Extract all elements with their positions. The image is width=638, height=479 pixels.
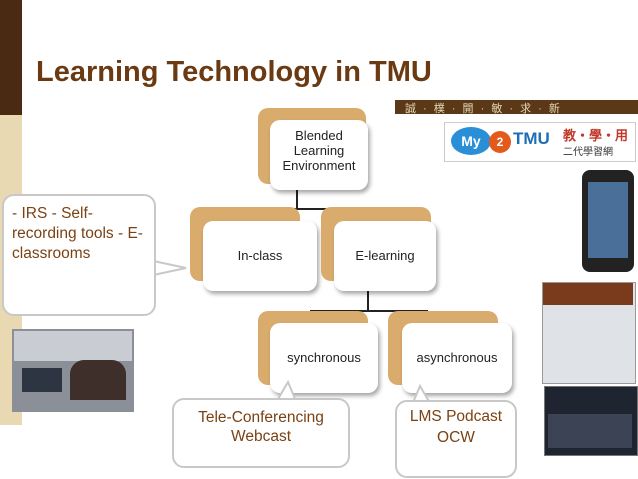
callout-item: - E- classrooms (12, 225, 143, 262)
phone-screen (588, 182, 628, 258)
page-title: Learning Technology in TMU (36, 56, 432, 88)
in-class-node: In-class (203, 221, 317, 291)
logo-tmu: TMU (513, 129, 550, 148)
motto-text: 誠 · 樸 · 開 · 敏 · 求 · 新 (405, 103, 562, 115)
callout-item: Tele-Conferencing (198, 409, 324, 426)
sync-callout: Tele-Conferencing Webcast (172, 398, 350, 468)
e-learning-node: E-learning (334, 221, 436, 291)
callout-item: LMS (409, 408, 442, 425)
callout-item: tools (80, 225, 114, 242)
logo-cn: 教‧學‧用 (563, 128, 629, 143)
blended-text: Blended Learning Environment (282, 128, 356, 173)
photo-desk (22, 368, 62, 392)
connector (296, 187, 298, 209)
connector (310, 310, 427, 312)
logo-my: My (451, 127, 491, 155)
photo-monitors (14, 331, 132, 361)
callout-item: Webcast (230, 428, 292, 445)
in-class-label: In-class (237, 248, 283, 263)
async-callout: LMS Podcast OCW (395, 400, 517, 478)
connector (367, 290, 369, 310)
motto-banner (395, 100, 638, 114)
blended-label: Blended Learning Environment (270, 120, 368, 173)
asynchronous-label: asynchronous (416, 350, 498, 365)
photo-student (70, 360, 126, 400)
blended-node: Blended Learning Environment (270, 120, 368, 190)
synchronous-label: synchronous (287, 350, 361, 365)
connector (237, 208, 358, 210)
my2tmu-logo: My 2 TMU 教‧學‧用 二代學習網 (444, 122, 636, 162)
callout-item: Podcast (446, 408, 503, 425)
website-header (543, 283, 633, 305)
callout-item: - IRS (12, 205, 48, 222)
video-site-rows (548, 414, 632, 448)
callout-item: - Self-recording (12, 205, 93, 242)
left-callout-text: - IRS - Self-recording tools - E- classr… (4, 196, 154, 264)
asynchronous-node: asynchronous (402, 323, 512, 393)
sync-callout-text: Tele-Conferencing Webcast (174, 400, 348, 446)
left-dark-bar (0, 0, 22, 115)
left-callout: - IRS - Self-recording tools - E- classr… (2, 194, 156, 316)
callout-item: OCW (437, 429, 475, 446)
logo-2: 2 (489, 131, 511, 153)
async-callout-text: LMS Podcast OCW (397, 402, 515, 448)
logo-cn-sub: 二代學習網 (563, 147, 613, 158)
e-learning-label: E-learning (355, 248, 415, 263)
